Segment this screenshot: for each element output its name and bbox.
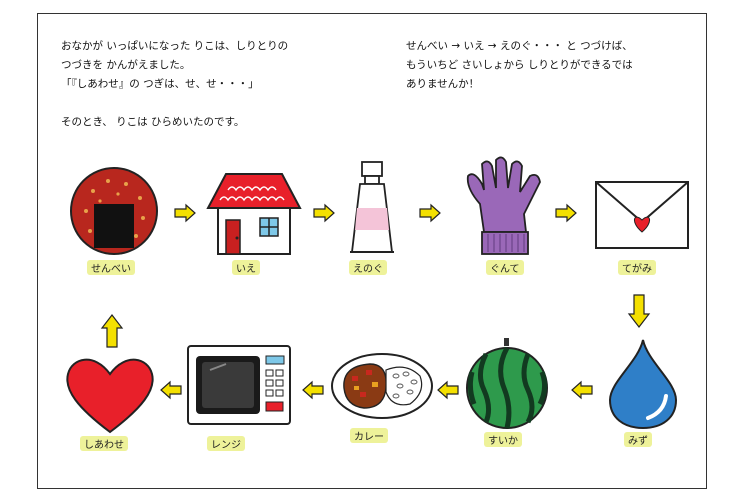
arrow-left-icon bbox=[571, 380, 593, 400]
story-left-line: つづきを かんがえました。 bbox=[61, 59, 191, 71]
story-left-line: 「『しあわせ』の つぎは、せ、せ・・・」 bbox=[61, 78, 259, 90]
word-label: みず bbox=[624, 432, 652, 447]
letter-envelope-icon bbox=[595, 181, 689, 249]
senbei-cracker-icon bbox=[70, 167, 158, 255]
work-glove-icon bbox=[466, 156, 541, 255]
story-right-line: ありませんか！ bbox=[406, 78, 480, 90]
heart-icon bbox=[66, 358, 154, 434]
microwave-icon bbox=[187, 345, 291, 425]
story-right-line: せんべい → いえ → えのぐ・・・ と つづけば、 bbox=[406, 40, 633, 52]
word-label: すいか bbox=[484, 432, 522, 447]
arrow-left-icon bbox=[437, 380, 459, 400]
word-label: しあわせ bbox=[80, 436, 128, 451]
arrow-right-icon bbox=[313, 203, 335, 223]
paint-tube-icon bbox=[350, 161, 394, 253]
arrow-right-icon bbox=[174, 203, 196, 223]
word-label: ぐんて bbox=[486, 260, 524, 275]
story-left: おなかが いっぱいになった りこは、しりとりの つづきを かんがえました。 「『… bbox=[61, 37, 288, 132]
word-label: せんべい bbox=[87, 260, 135, 275]
arrow-up-icon bbox=[100, 314, 124, 348]
story-right-line: もういちど さいしょから しりとりができるでは bbox=[406, 59, 633, 71]
curry-rice-icon bbox=[331, 353, 433, 419]
arrow-down-icon bbox=[627, 294, 651, 328]
word-label: レンジ bbox=[207, 436, 245, 451]
story-left-line: そのとき、 りこは ひらめいたのです。 bbox=[61, 116, 245, 128]
arrow-right-icon bbox=[555, 203, 577, 223]
arrow-right-icon bbox=[419, 203, 441, 223]
word-label: カレー bbox=[350, 428, 388, 443]
story-left-line bbox=[61, 94, 288, 113]
story-right: せんべい → いえ → えのぐ・・・ と つづけば、 もういちど さいしょから … bbox=[406, 37, 633, 94]
word-label: てがみ bbox=[618, 260, 656, 275]
word-label: えのぐ bbox=[349, 260, 387, 275]
watermelon-icon bbox=[466, 338, 548, 429]
arrow-left-icon bbox=[302, 380, 324, 400]
story-left-line: おなかが いっぱいになった りこは、しりとりの bbox=[61, 40, 289, 52]
word-label: いえ bbox=[232, 260, 260, 275]
water-drop-icon bbox=[608, 339, 678, 430]
house-icon bbox=[206, 173, 302, 255]
arrow-left-icon bbox=[160, 380, 182, 400]
